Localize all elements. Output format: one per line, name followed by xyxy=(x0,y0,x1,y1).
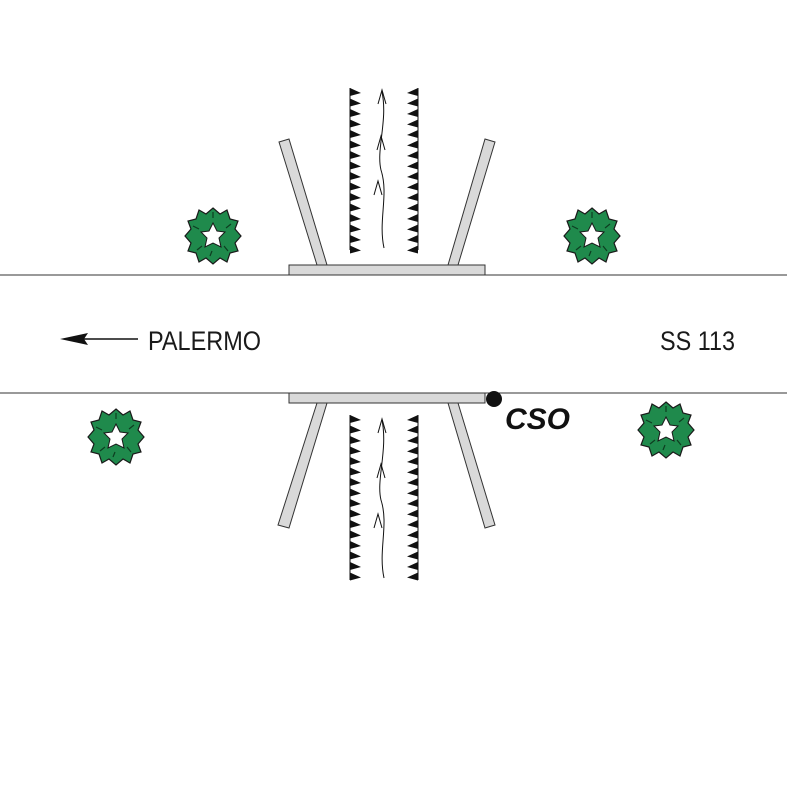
bank-tooth xyxy=(407,425,418,434)
road-name-label: SS 113 xyxy=(660,326,735,356)
bank-tooth xyxy=(350,182,361,191)
bank-tooth xyxy=(407,415,418,423)
bank-tooth xyxy=(407,551,418,560)
bank-tooth xyxy=(407,235,418,243)
bank-tooth xyxy=(350,214,361,222)
bank-tooth xyxy=(350,130,361,138)
flow-arrow-icon xyxy=(377,88,387,105)
channel-south xyxy=(349,415,419,581)
bank-tooth xyxy=(407,119,418,128)
bank-tooth xyxy=(407,446,418,455)
bank-tooth xyxy=(350,520,361,528)
arrow-left-icon xyxy=(60,333,138,345)
bank-tooth xyxy=(350,109,361,117)
culvert-slab-south xyxy=(288,392,486,404)
bank-hatching-icon xyxy=(349,415,361,581)
bank-tooth xyxy=(350,530,361,539)
bank-tooth xyxy=(407,562,418,570)
shrub-icon xyxy=(563,207,621,265)
bank-tooth xyxy=(407,130,418,138)
bank-tooth xyxy=(407,224,418,233)
flow-arrow-icon xyxy=(373,512,383,529)
bank-tooth xyxy=(350,151,361,159)
flow-arrow-icon xyxy=(373,179,383,196)
bank-tooth xyxy=(350,88,361,96)
flow-line-north xyxy=(379,91,385,249)
site-code-label: CSO xyxy=(505,403,570,436)
bank-tooth xyxy=(350,224,361,233)
destination-label: PALERMO xyxy=(148,326,261,356)
flow-arrow-icon xyxy=(376,134,386,151)
bank-tooth xyxy=(350,551,361,560)
bank-tooth xyxy=(407,88,418,96)
bank-tooth xyxy=(350,509,361,518)
flow-arrow-icon xyxy=(376,462,386,479)
bank-tooth xyxy=(350,541,361,549)
point-marker-icon xyxy=(486,391,502,407)
bank-tooth xyxy=(407,151,418,159)
bank-tooth xyxy=(350,562,361,570)
bank-tooth xyxy=(350,467,361,476)
bank-tooth xyxy=(350,425,361,434)
bank-tooth xyxy=(407,488,418,497)
wing-wall-south-west xyxy=(277,402,328,529)
bank-hatching-icon xyxy=(407,415,419,581)
bank-tooth xyxy=(407,572,418,581)
wing-wall-north-east xyxy=(447,138,496,266)
bank-hatching-icon xyxy=(407,88,419,254)
bank-tooth xyxy=(350,457,361,465)
bank-tooth xyxy=(350,572,361,581)
shrub-icon xyxy=(637,401,695,459)
bank-tooth xyxy=(350,245,361,254)
bank-tooth xyxy=(350,140,361,149)
bank-tooth xyxy=(407,214,418,222)
bank-tooth xyxy=(350,436,361,444)
bank-tooth xyxy=(407,193,418,201)
bank-tooth xyxy=(407,520,418,528)
flow-line-south xyxy=(379,419,385,579)
bank-tooth xyxy=(350,98,361,107)
flow-arrow-icon xyxy=(377,417,387,434)
bank-tooth xyxy=(350,446,361,455)
bank-tooth xyxy=(350,235,361,243)
bank-tooth xyxy=(350,172,361,180)
channel-north xyxy=(349,88,419,254)
culvert-slab-north xyxy=(288,264,486,276)
bank-tooth xyxy=(350,499,361,507)
bank-tooth xyxy=(350,193,361,201)
bank-tooth xyxy=(350,488,361,497)
bank-tooth xyxy=(407,203,418,212)
bank-tooth xyxy=(407,499,418,507)
bank-tooth xyxy=(350,203,361,212)
bank-tooth xyxy=(407,530,418,539)
bank-tooth xyxy=(407,467,418,476)
wing-wall-south-east xyxy=(447,402,496,529)
bank-tooth xyxy=(407,98,418,107)
bank-tooth xyxy=(407,182,418,191)
bank-tooth xyxy=(350,161,361,170)
shrub-icon xyxy=(184,207,242,265)
bank-tooth xyxy=(350,478,361,486)
bank-hatching-icon xyxy=(349,88,361,254)
bank-tooth xyxy=(407,140,418,149)
bank-tooth xyxy=(407,245,418,254)
wing-wall-north-west xyxy=(278,138,328,266)
bank-tooth xyxy=(407,457,418,465)
bank-tooth xyxy=(407,109,418,117)
bank-tooth xyxy=(407,478,418,486)
bank-tooth xyxy=(407,541,418,549)
bank-tooth xyxy=(350,415,361,423)
bank-tooth xyxy=(407,509,418,518)
bank-tooth xyxy=(407,172,418,180)
bank-tooth xyxy=(350,119,361,128)
bank-tooth xyxy=(407,436,418,444)
shrub-icon xyxy=(87,408,145,466)
bank-tooth xyxy=(407,161,418,170)
